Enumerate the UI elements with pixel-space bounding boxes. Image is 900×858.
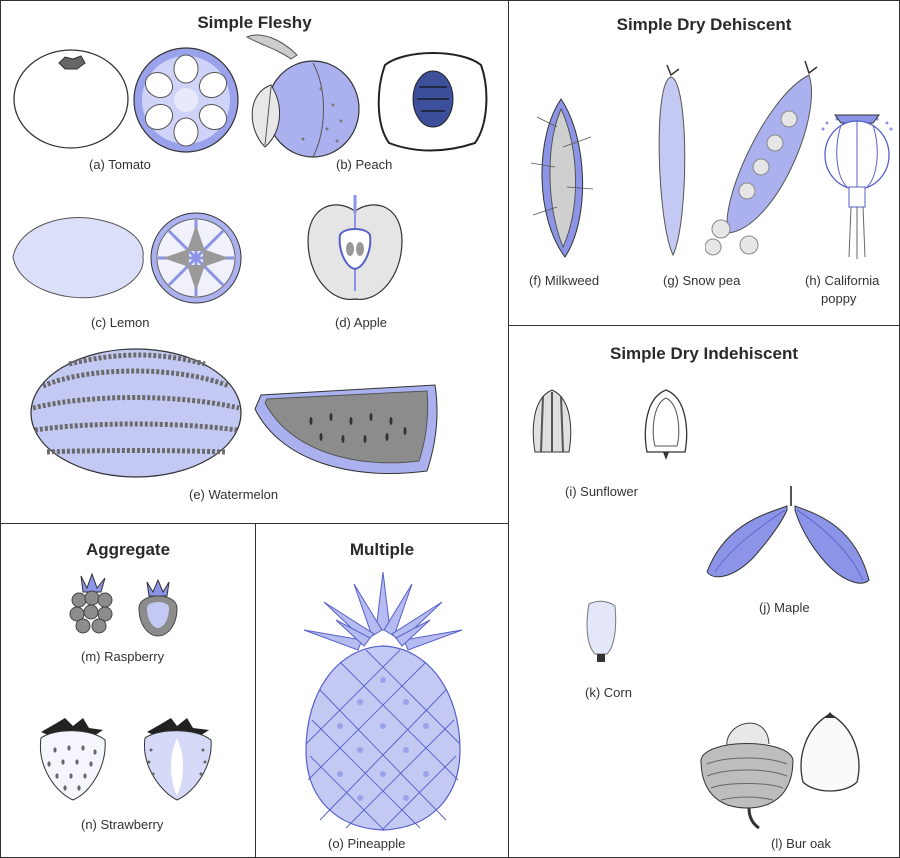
lemon-whole-illustration bbox=[9, 211, 149, 303]
panel-simple-dry-dehiscent: Simple Dry Dehiscent (f) Milkweed bbox=[508, 0, 900, 326]
section-title-aggregate: Aggregate bbox=[85, 540, 171, 559]
strawberry-whole-illustration bbox=[35, 716, 109, 802]
snow-pea-open-illustration bbox=[705, 57, 825, 257]
pineapple-illustration bbox=[300, 570, 466, 832]
peach-cross-section-illustration bbox=[375, 47, 490, 153]
caption-apple: (d) Apple bbox=[335, 315, 388, 330]
watermelon-slice-illustration bbox=[251, 381, 441, 481]
section-title-simple-dry-indehiscent: Simple Dry Indehiscent bbox=[610, 344, 798, 363]
tomato-cross-section-illustration bbox=[131, 45, 241, 155]
sunflower-seed-illustration bbox=[529, 388, 575, 458]
panel-multiple: Multiple bbox=[255, 523, 509, 858]
caption-tomato: (a) Tomato bbox=[89, 157, 151, 172]
watermelon-whole-illustration bbox=[29, 346, 244, 480]
lemon-cross-section-illustration bbox=[149, 211, 244, 306]
caption-bur-oak: (l) Bur oak bbox=[771, 836, 831, 851]
panel-simple-dry-indehiscent: Simple Dry Indehiscent (i) Sunflower (j)… bbox=[508, 325, 900, 858]
caption-sunflower: (i) Sunflower bbox=[565, 484, 638, 499]
caption-snow-pea: (g) Snow pea bbox=[663, 273, 741, 288]
maple-samara-illustration bbox=[705, 484, 871, 590]
caption-pineapple: (o) Pineapple bbox=[328, 836, 406, 851]
snow-pea-closed-illustration bbox=[649, 61, 693, 257]
sunflower-seed-section-illustration bbox=[641, 388, 691, 462]
raspberry-section-illustration bbox=[133, 578, 183, 638]
strawberry-section-illustration bbox=[139, 716, 215, 802]
tomato-whole-illustration bbox=[11, 45, 131, 150]
caption-milkweed: (f) Milkweed bbox=[529, 273, 600, 288]
california-poppy-illustration bbox=[817, 101, 897, 261]
caption-peach: (b) Peach bbox=[336, 157, 393, 172]
caption-california-poppy-line1: (h) California bbox=[805, 273, 880, 288]
bur-oak-acorn-capped-illustration bbox=[697, 708, 797, 832]
panel-simple-fleshy: Simple Fleshy (a) Tomato bbox=[0, 0, 509, 524]
caption-watermelon: (e) Watermelon bbox=[189, 487, 279, 502]
bur-oak-acorn-illustration bbox=[795, 712, 865, 796]
caption-strawberry: (n) Strawberry bbox=[81, 817, 164, 832]
section-title-multiple: Multiple bbox=[349, 540, 415, 559]
raspberry-whole-illustration bbox=[67, 572, 117, 636]
section-title-simple-dry-dehiscent: Simple Dry Dehiscent bbox=[616, 15, 792, 34]
caption-corn: (k) Corn bbox=[585, 685, 632, 700]
apple-cross-section-illustration bbox=[304, 191, 406, 307]
section-title-simple-fleshy: Simple Fleshy bbox=[197, 13, 312, 32]
panel-aggregate: Aggregate (m) Raspberry bbox=[0, 523, 256, 858]
caption-raspberry: (m) Raspberry bbox=[81, 649, 165, 664]
corn-kernel-illustration bbox=[583, 600, 619, 666]
peach-whole-illustration bbox=[241, 29, 366, 161]
caption-california-poppy-line2: poppy bbox=[821, 291, 857, 306]
caption-maple: (j) Maple bbox=[759, 600, 810, 615]
milkweed-illustration bbox=[527, 97, 597, 263]
caption-lemon: (c) Lemon bbox=[91, 315, 150, 330]
